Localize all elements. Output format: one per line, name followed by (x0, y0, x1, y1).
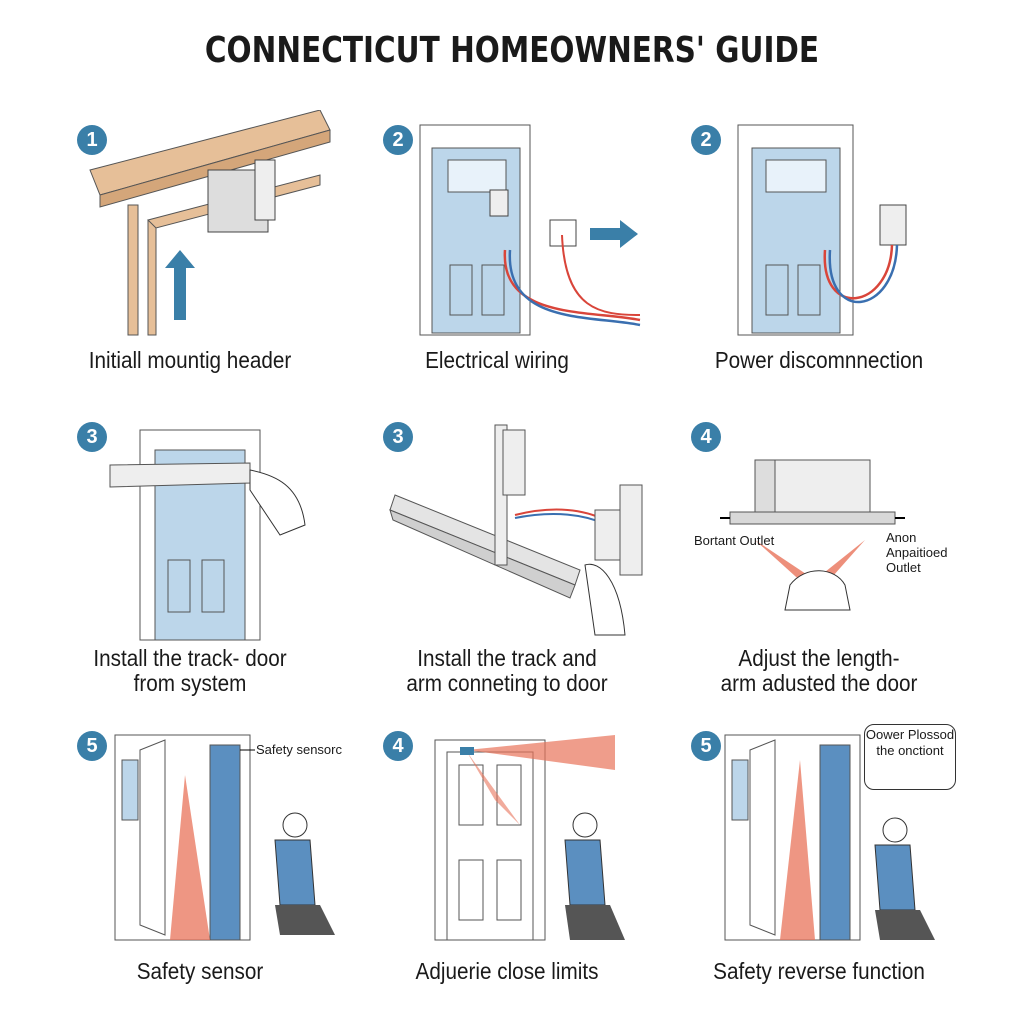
safety-sensor-illustration (114, 734, 335, 941)
step-badge: 3 (383, 422, 413, 452)
step-caption: Safety reverse function (713, 958, 925, 984)
step-caption: Electrical wiring (425, 347, 569, 373)
step-caption: Adjuerie close limits (415, 958, 599, 984)
install-track-illustration (109, 429, 306, 641)
outlet-label-left: Bortant Outlet (694, 533, 775, 548)
safety-sensor-label: Safety sensorc (256, 742, 342, 757)
step-badge: 3 (77, 422, 107, 452)
page-title: CONNECTICUT HOMEOWNERS' GUIDE (204, 30, 820, 71)
step-badge: 2 (691, 125, 721, 155)
electrical-wiring-illustration (419, 124, 641, 336)
mounting-header-illustration (89, 110, 331, 336)
speech-bubble: Oower Plossod the onctiont (864, 724, 956, 790)
step-caption: Safety sensor (136, 958, 264, 984)
adjust-arm-illustration (720, 459, 905, 611)
power-disconnection-illustration (737, 124, 907, 336)
step-badge: 4 (383, 731, 413, 761)
step-badge: 1 (77, 125, 107, 155)
close-limits-illustration (434, 735, 625, 941)
step-badge: 5 (77, 731, 107, 761)
step-caption: Install the track- door (93, 645, 287, 671)
step-badge: 2 (383, 125, 413, 155)
step-caption-line2: arm conneting to door (406, 670, 608, 696)
outlet-label-right: Anon Anpaitioed Outlet (886, 530, 948, 575)
safety-reverse-illustration (724, 734, 935, 941)
step-badge: 4 (691, 422, 721, 452)
step-caption-line2: from system (133, 670, 247, 696)
step-caption-line2: arm adusted the door (720, 670, 918, 696)
step-caption: Install the track and (417, 645, 597, 671)
step-caption: Initiall mountig header (88, 347, 292, 373)
step-badge: 5 (691, 731, 721, 761)
step-caption: Adjust the length- (738, 645, 900, 671)
step-caption: Power discomnnection (714, 347, 924, 373)
track-arm-illustration (389, 424, 643, 636)
